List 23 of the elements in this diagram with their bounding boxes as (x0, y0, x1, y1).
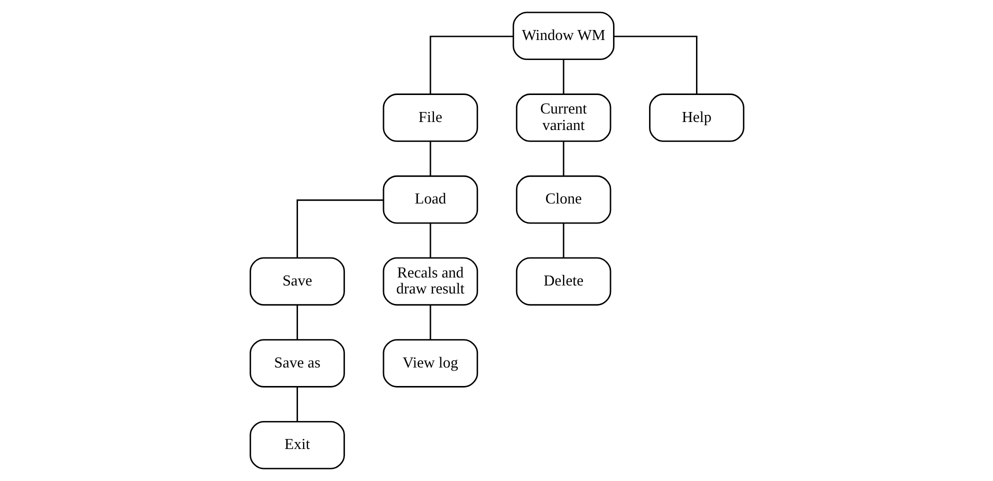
connector (429, 305, 431, 340)
node-box: Clone (515, 175, 611, 224)
connector (429, 36, 513, 94)
node-box: Load (382, 175, 478, 224)
node-box: Recals and draw result (382, 257, 478, 306)
node-box: Save (249, 257, 344, 306)
connector (562, 60, 564, 94)
connector (296, 199, 383, 258)
connector (562, 223, 564, 258)
connector (613, 36, 697, 94)
connector (296, 386, 298, 422)
node-box: View log (382, 339, 478, 388)
node-box: Exit (249, 420, 344, 470)
connector (296, 305, 298, 340)
node-box: Help (648, 94, 744, 142)
node-box: Save as (249, 339, 344, 388)
node-box: Window WM (512, 12, 614, 60)
connector (562, 141, 564, 176)
node-box: Current variant (515, 94, 611, 142)
connector (429, 223, 431, 258)
node-box: Delete (515, 257, 611, 306)
connector (429, 141, 431, 176)
node-box: File (382, 94, 478, 142)
